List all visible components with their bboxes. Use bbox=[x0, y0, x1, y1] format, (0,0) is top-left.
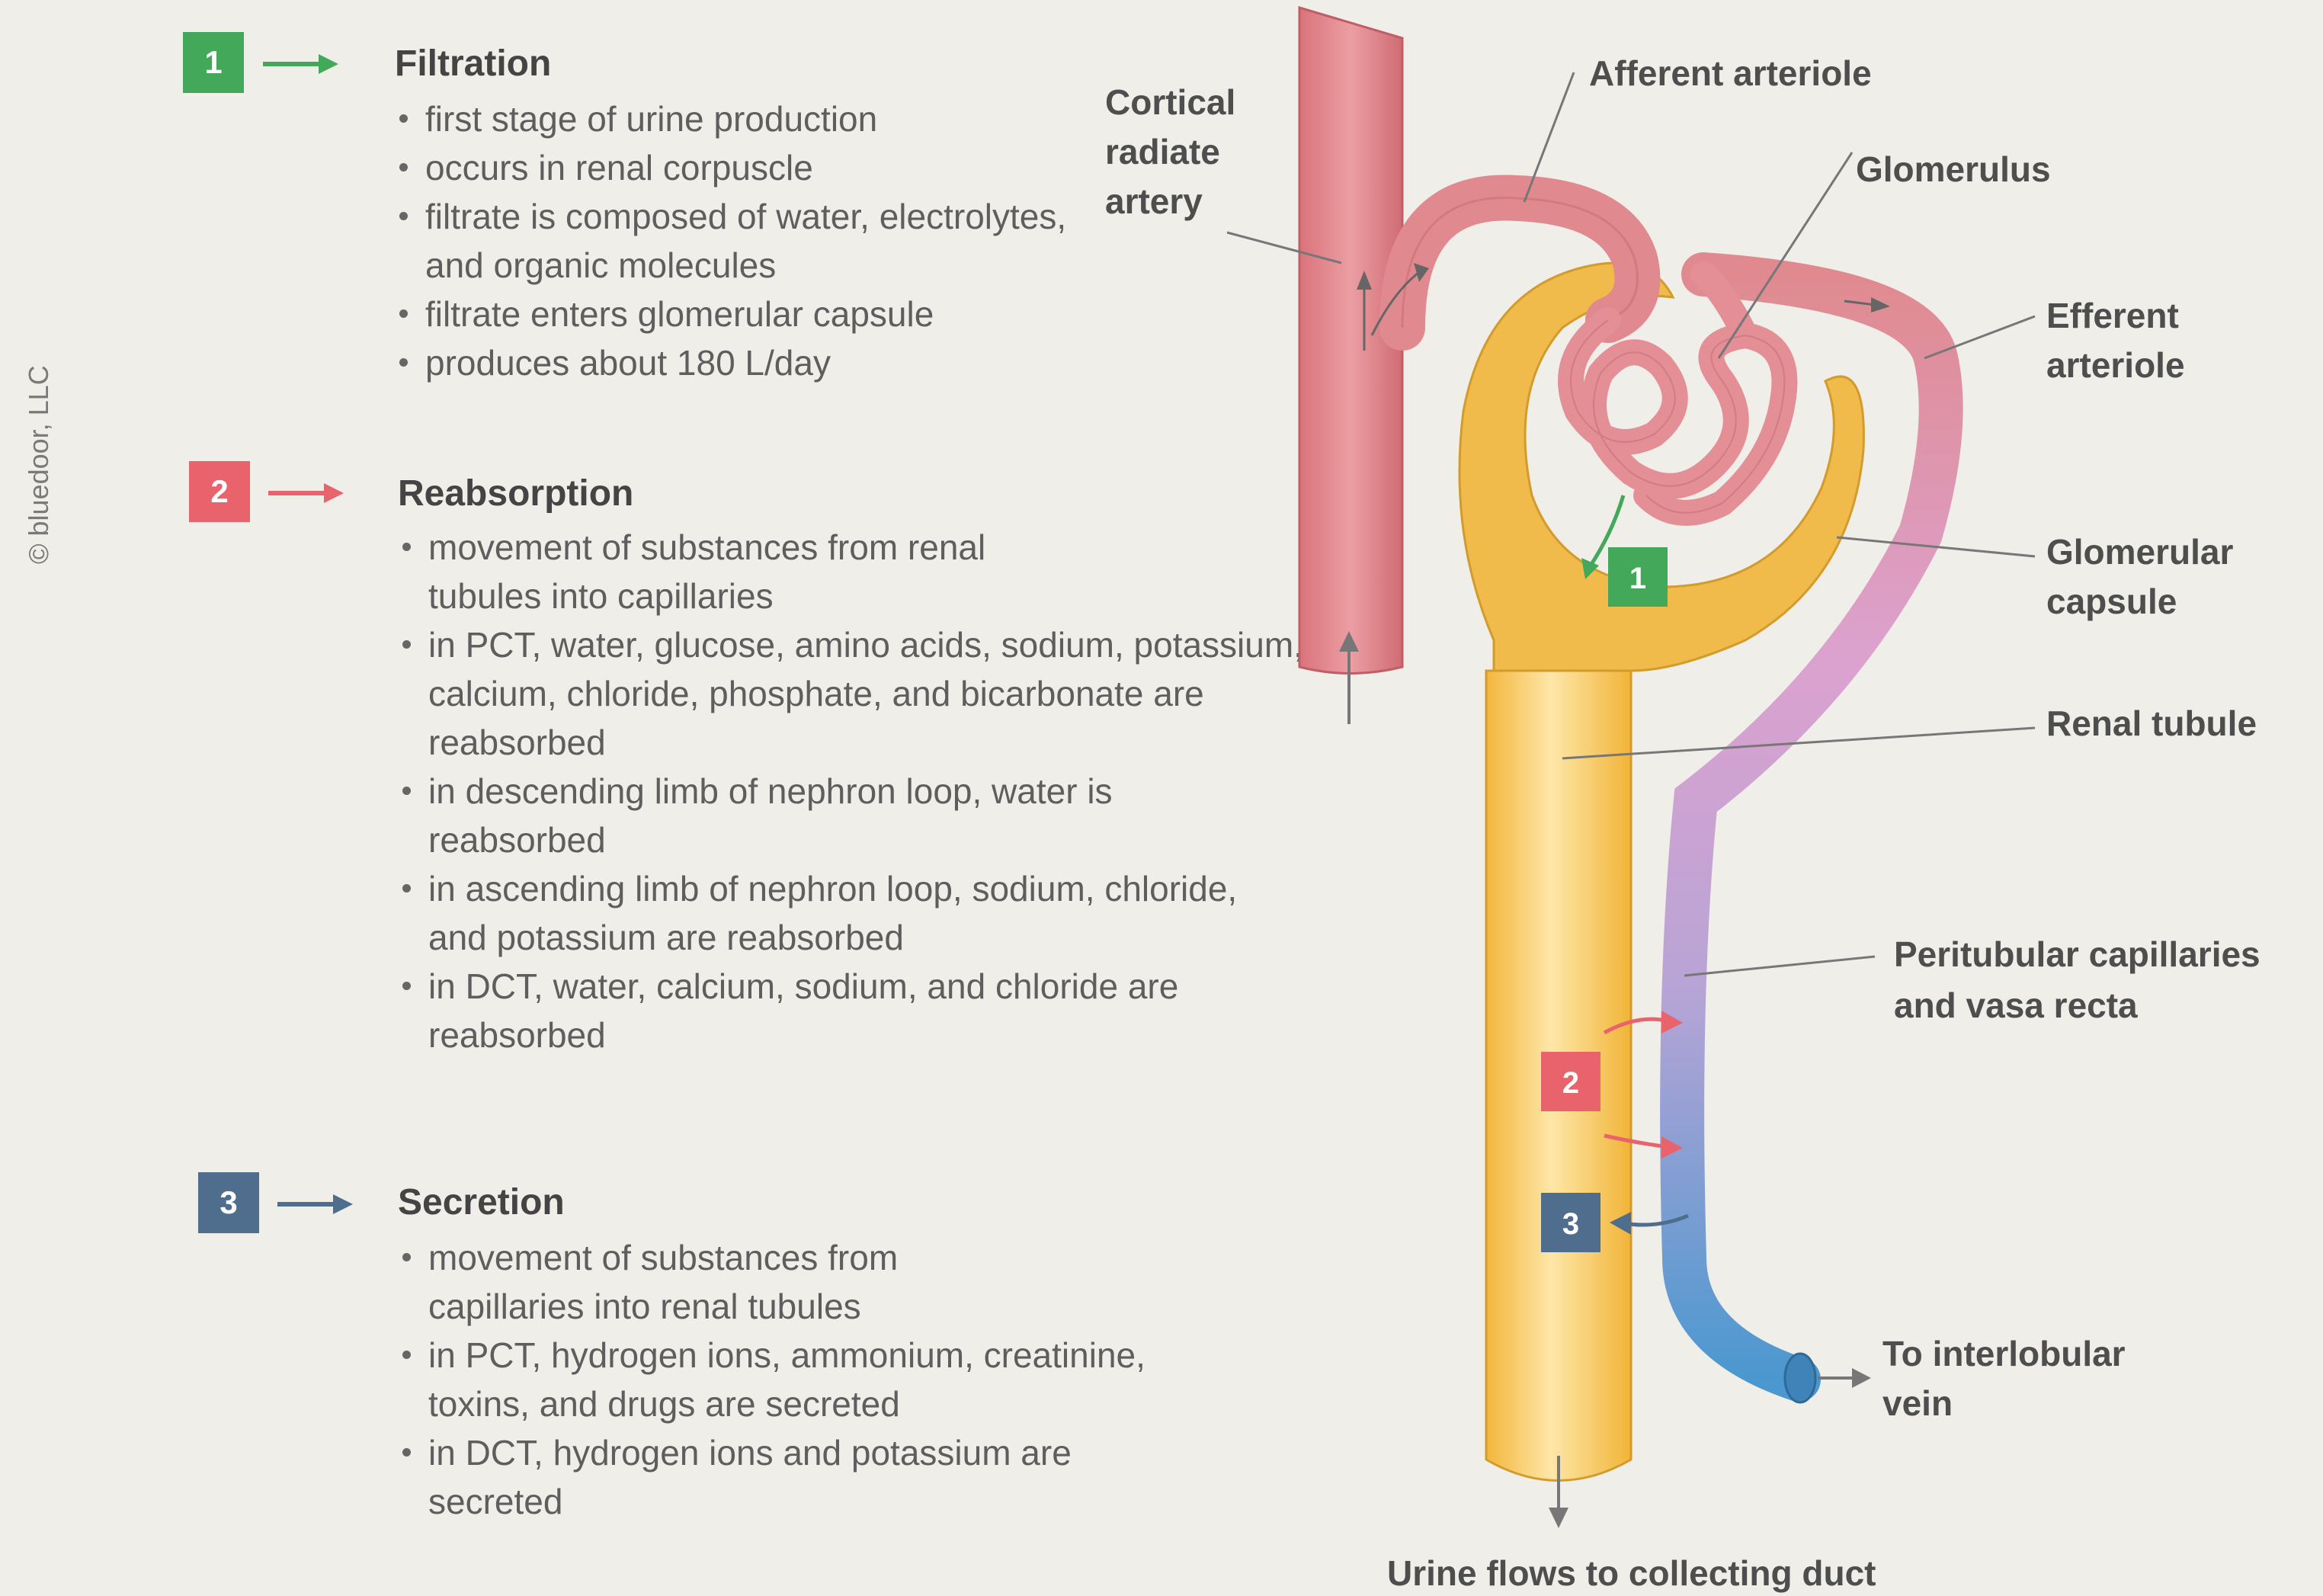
diagram-step-1-number: 1 bbox=[1629, 562, 1646, 595]
label-collecting-duct: Urine flows to collecting duct bbox=[1387, 1553, 1876, 1593]
label-efferent-arteriole: Efferent arteriole bbox=[2046, 296, 2189, 385]
diagram-step-2-number: 2 bbox=[1562, 1066, 1579, 1100]
glomerulus bbox=[1571, 274, 1784, 513]
label-peritubular-capillaries: Peritubular capillaries and vasa recta bbox=[1894, 934, 2270, 1025]
label-renal-tubule: Renal tubule bbox=[2046, 703, 2257, 743]
label-glomerulus: Glomerulus bbox=[1856, 149, 2051, 189]
label-afferent-arteriole: Afferent arteriole bbox=[1589, 53, 1872, 93]
label-interlobular-vein: To interlobular vein bbox=[1882, 1334, 2135, 1423]
label-glomerular-capsule: Glomerular capsule bbox=[2046, 532, 2243, 621]
diagram-step-3-number: 3 bbox=[1562, 1207, 1579, 1241]
vein-opening bbox=[1785, 1354, 1815, 1402]
label-cortical-radiate-artery: Cortical radiate artery bbox=[1105, 82, 1245, 221]
